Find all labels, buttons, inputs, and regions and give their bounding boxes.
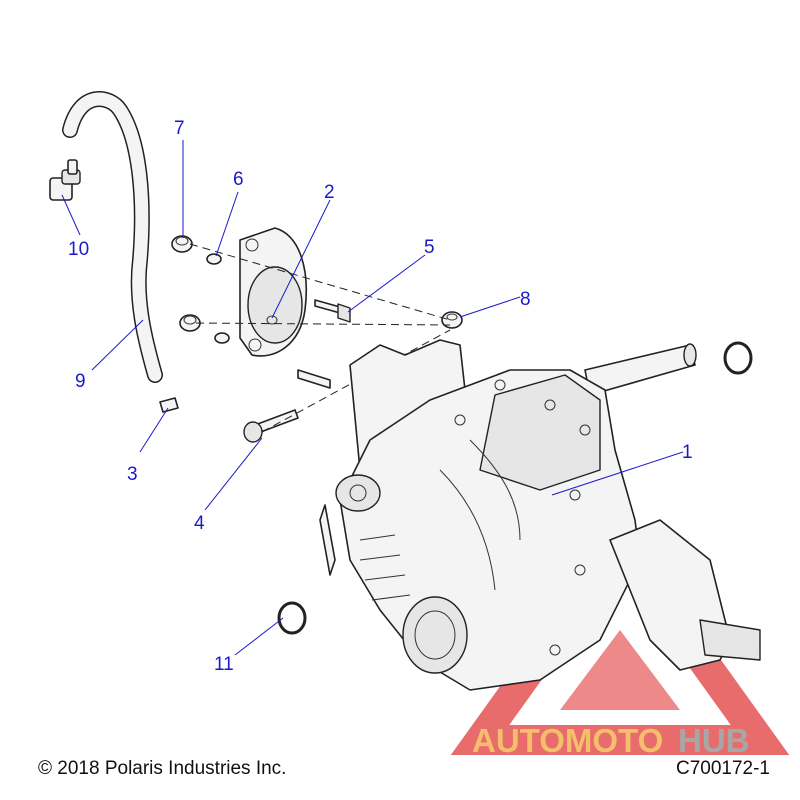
part-hose (62, 91, 163, 383)
callout-9: 9 (75, 371, 86, 392)
callout-3: 3 (127, 464, 138, 485)
callout-6: 6 (233, 169, 244, 190)
part-hose-fitting (49, 159, 81, 201)
part-plug (441, 311, 463, 329)
part-clip (159, 397, 179, 413)
part-o-ring-upper (723, 341, 753, 375)
part-washer-upper (206, 253, 222, 265)
callout-2: 2 (324, 182, 335, 203)
copyright-text: © 2018 Polaris Industries Inc. (38, 758, 287, 779)
leader-lines (61, 140, 684, 656)
part-bolt-lower (243, 369, 331, 443)
drawing-code: C700172-1 (675, 758, 770, 779)
part-speed-sensor (239, 227, 308, 357)
part-transmission (319, 339, 761, 691)
part-washer-lower (214, 332, 230, 344)
callout-4: 4 (194, 513, 205, 534)
watermark-text-left: AUTOMOTO (472, 722, 663, 759)
callout-1: 1 (682, 442, 693, 463)
callouts: 1 2 3 4 5 6 7 8 9 10 11 (68, 118, 693, 675)
part-nut-upper (171, 235, 193, 253)
callout-8: 8 (520, 289, 531, 310)
callout-7: 7 (174, 118, 185, 139)
callout-5: 5 (424, 237, 435, 258)
part-o-ring-lower (277, 601, 307, 635)
part-bolt-upper (314, 299, 351, 323)
watermark-text-right: HUB (678, 722, 750, 759)
callout-10: 10 (68, 239, 89, 260)
callout-11: 11 (214, 654, 234, 675)
